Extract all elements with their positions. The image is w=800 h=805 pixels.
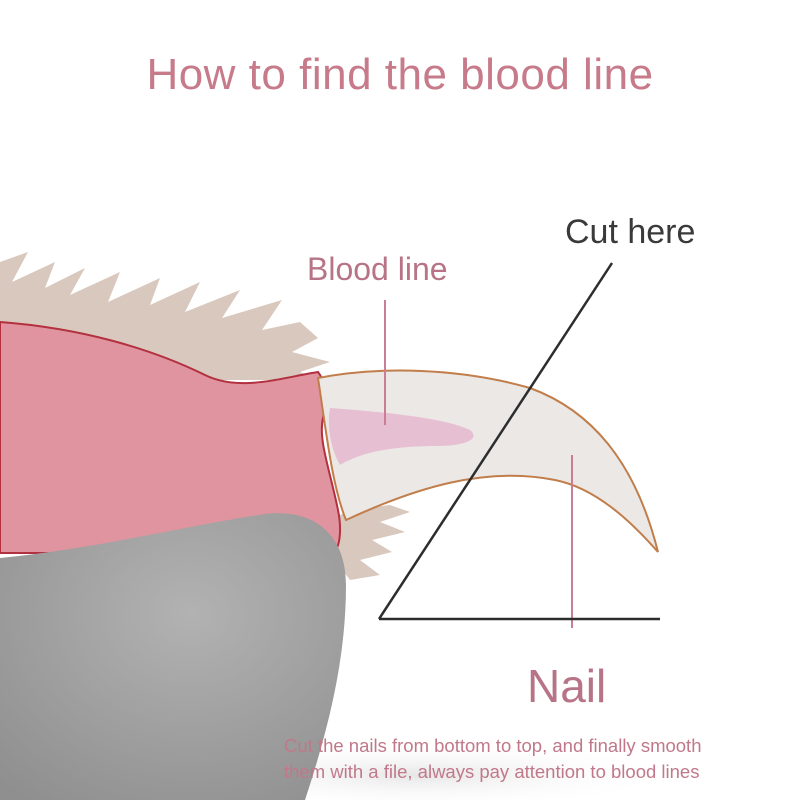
quick — [328, 408, 474, 465]
blood-line-label: Blood line — [307, 251, 448, 287]
instruction-caption: Cut the nails from bottom to top, and fi… — [284, 733, 702, 785]
fur-lower — [330, 505, 410, 580]
cut-here-label: Cut here — [565, 213, 696, 251]
caption-line-2: them with a file, always pay attention t… — [284, 761, 700, 782]
nail-label: Nail — [527, 660, 607, 712]
toe — [0, 513, 346, 800]
cut-line — [377, 262, 614, 620]
page-title: How to find the blood line — [146, 50, 654, 99]
caption-line-1: Cut the nails from bottom to top, and fi… — [284, 735, 702, 756]
